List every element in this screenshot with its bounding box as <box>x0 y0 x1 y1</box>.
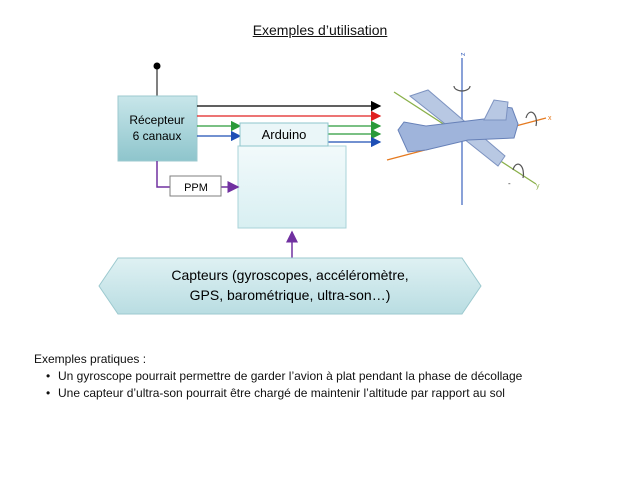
receiver-box: Récepteur 6 canaux <box>117 95 198 162</box>
sensors-label-1: Capteurs (gyroscopes, accéléromètre, <box>171 267 408 283</box>
z-axis-label: z <box>460 52 467 56</box>
sensors-label-2: GPS, barométrique, ultra-son…) <box>190 287 391 303</box>
ppm-box: PPM <box>169 175 222 197</box>
airplane-illustration: z y x - <box>386 52 552 205</box>
z-rotation-arrow <box>453 85 471 92</box>
list-item: Une capteur d’ultra-son pourrait être ch… <box>46 385 522 402</box>
practical-examples: Exemples pratiques : Un gyroscope pourra… <box>34 351 522 402</box>
svg-text:-: - <box>508 179 511 188</box>
receiver-label-2: 6 canaux <box>133 129 182 143</box>
ppm-label: PPM <box>184 182 208 194</box>
arduino-body <box>237 145 347 229</box>
list-item: Un gyroscope pourrait permettre de garde… <box>46 368 522 385</box>
page-title: Exemples d’utilisation <box>252 22 388 38</box>
y-axis-label: y <box>536 183 540 190</box>
examples-heading: Exemples pratiques : <box>34 352 147 366</box>
sensors-box: Capteurs (gyroscopes, accéléromètre, GPS… <box>98 257 482 315</box>
x-rotation-arrow <box>525 111 538 127</box>
antenna <box>153 62 161 96</box>
examples-list: Un gyroscope pourrait permettre de garde… <box>34 368 522 402</box>
arduino-label: Arduino <box>262 127 307 142</box>
arduino-header: Arduino <box>239 122 329 147</box>
x-axis-label: x <box>548 115 552 122</box>
receiver-label-1: Récepteur <box>129 113 184 127</box>
y-rotation-arrow <box>512 163 525 179</box>
